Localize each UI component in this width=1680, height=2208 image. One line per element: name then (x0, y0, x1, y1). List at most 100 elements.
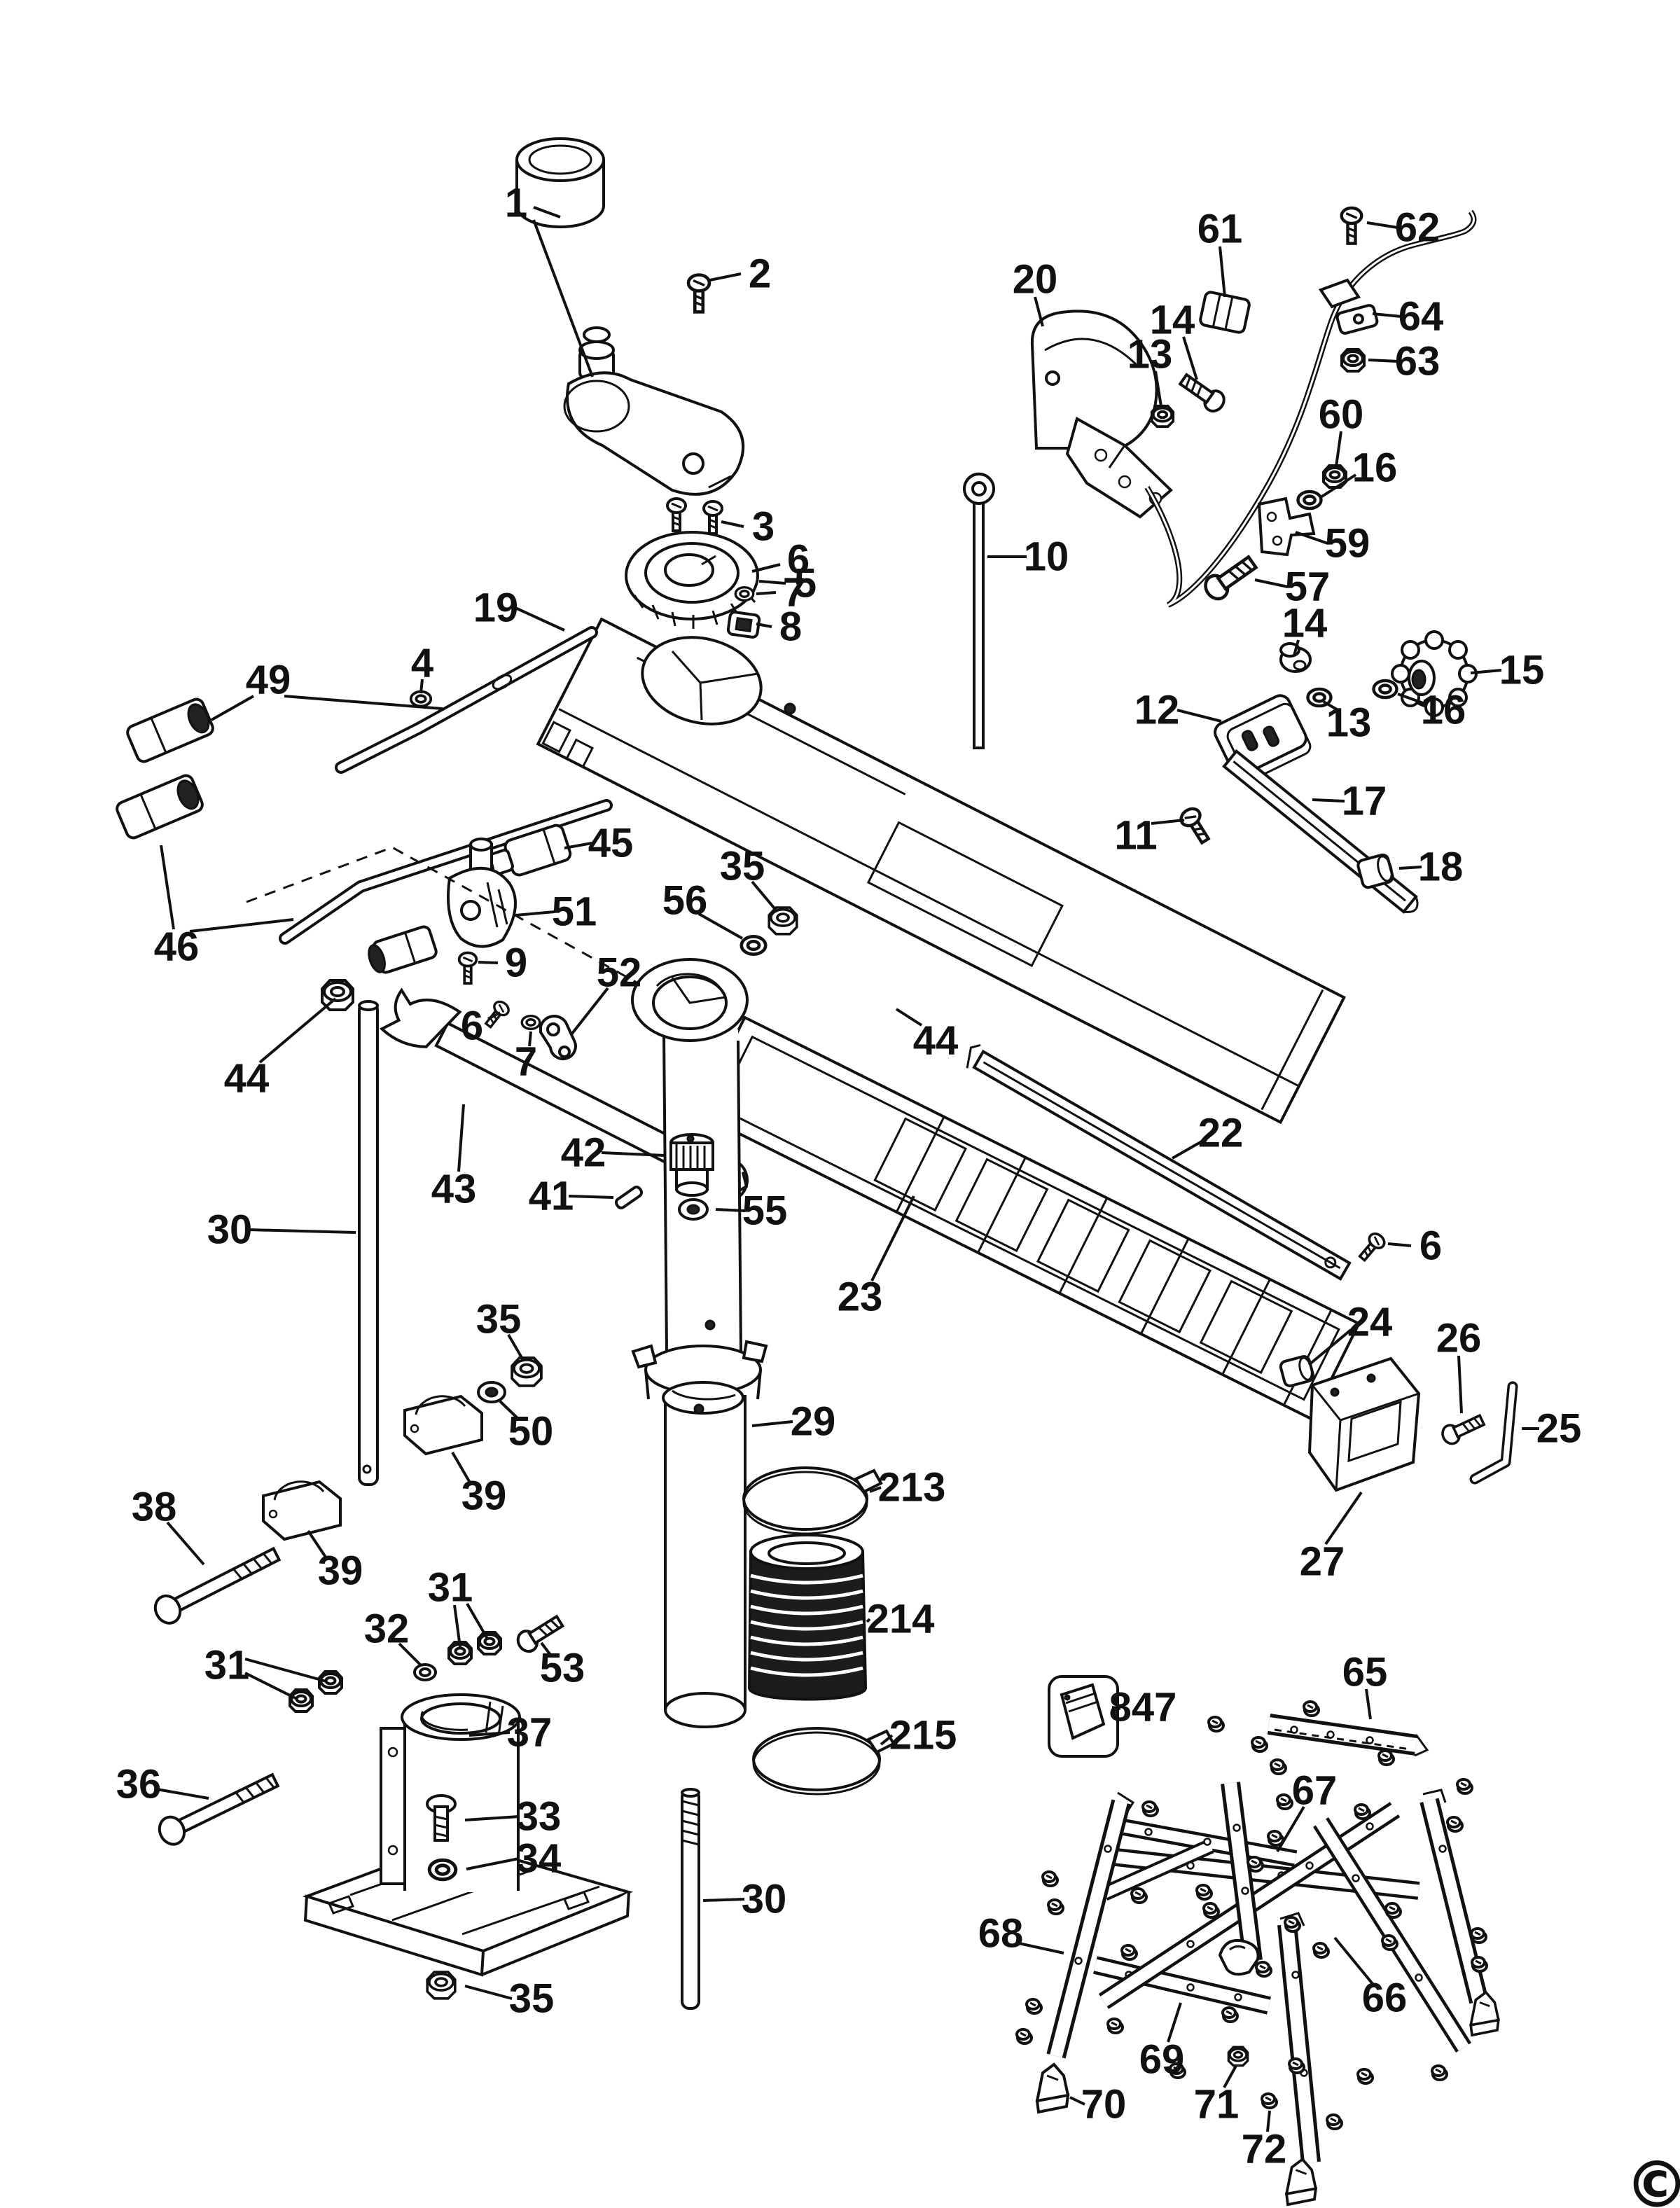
leader-line-1 (533, 206, 561, 218)
leader-line-59 (1295, 531, 1328, 545)
leader-line-4 (419, 679, 424, 694)
callout-16: 16 (1352, 445, 1398, 491)
stand-fastener (1276, 1793, 1293, 1810)
callout-29: 29 (791, 1399, 836, 1445)
callout-13: 13 (1127, 332, 1173, 377)
stand-foot-front (1285, 2158, 1317, 2207)
leader-line-213 (869, 1486, 882, 1493)
part-41-roll-pin (614, 1186, 644, 1209)
stand-fastener (1202, 1902, 1220, 1919)
leader-line-6 (751, 563, 781, 573)
part-57-bolt (1201, 553, 1259, 603)
leader-line-7 (756, 591, 777, 595)
stand-fastener (1284, 1916, 1301, 1933)
stand-fastener (1354, 1803, 1371, 1820)
callout-38: 38 (132, 1485, 177, 1530)
part-35-nut-bottom (426, 1971, 457, 2000)
part-16-washer (1374, 681, 1397, 697)
stand-leg-front (1277, 1912, 1321, 2164)
leader-line-71 (1223, 2065, 1237, 2088)
callout-66: 66 (1362, 1976, 1408, 2021)
callout-26: 26 (1436, 1316, 1482, 1361)
callout-23: 23 (838, 1275, 883, 1320)
leader-line-33 (464, 1815, 520, 1821)
callout-17: 17 (1342, 779, 1387, 824)
leader-line-35 (464, 1985, 513, 2000)
leader-line-215 (880, 1734, 894, 1746)
part-16-washer-upper (1298, 492, 1321, 508)
callout-37: 37 (507, 1710, 553, 1756)
leader-line-64 (1372, 312, 1402, 318)
part-36-bolt (158, 1772, 280, 1846)
part-37-column-base (302, 1693, 634, 1977)
leader-line-39 (307, 1529, 328, 1560)
part-31-nut-c (289, 1688, 314, 1713)
leader-line-7 (528, 1031, 532, 1047)
part-2-screw (688, 275, 709, 312)
callout-68: 68 (978, 1911, 1024, 1957)
leader-line-23 (870, 1195, 915, 1282)
part-62-screw (1342, 208, 1362, 244)
callout-52: 52 (597, 950, 642, 996)
leader-line-46 (160, 845, 175, 930)
callout-44: 44 (913, 1018, 959, 1064)
part-49-hex-key (335, 626, 598, 774)
copyright-mark: © (1625, 2148, 1680, 2208)
part-11-screw (1178, 805, 1214, 846)
part-30-rod-upper (358, 1000, 379, 1486)
part-17-slide-rail (1222, 749, 1419, 914)
part-63-nut (1340, 348, 1366, 373)
leader-line-35 (751, 880, 779, 913)
part-18-end-cap (1356, 853, 1394, 889)
stand-fastener (1141, 1800, 1159, 1817)
leader-line-214 (866, 1618, 871, 1623)
callout-25: 25 (1536, 1406, 1582, 1452)
part-13-nut-upper (1150, 404, 1175, 429)
leader-line-45 (564, 842, 592, 849)
leader-line-17 (1312, 798, 1345, 803)
callout-39: 39 (318, 1548, 363, 1594)
callout-213: 213 (878, 1465, 946, 1511)
part-59-bracket (1257, 497, 1316, 557)
leader-line-3 (721, 520, 744, 528)
part-72-screw (1261, 2092, 1278, 2109)
leader-line-63 (1368, 359, 1398, 363)
callout-35: 35 (476, 1297, 522, 1342)
callout-5: 5 (794, 561, 817, 606)
callout-214: 214 (867, 1597, 935, 1642)
part-8-square-nut (726, 611, 761, 639)
part-46-hex-key (279, 799, 613, 945)
leader-line-5 (758, 580, 786, 585)
leader-line-43 (457, 1104, 465, 1172)
callout-42: 42 (561, 1130, 606, 1176)
stand-leg-rear-center (1221, 1782, 1263, 1962)
callout-34: 34 (516, 1836, 562, 1882)
part-27-arm-end-cap (1307, 1356, 1421, 1492)
stand-fastener (1471, 1956, 1488, 1973)
callout-13: 13 (1326, 700, 1372, 746)
callout-57: 57 (1285, 564, 1331, 610)
part-23-arm-base (631, 958, 1361, 1421)
callout-27: 27 (1300, 1539, 1345, 1585)
callout-56: 56 (662, 878, 708, 924)
leader-line-14 (1293, 639, 1300, 656)
leader-line-14 (1182, 336, 1198, 380)
stand-fastener (1130, 1887, 1148, 1904)
callout-61: 61 (1197, 207, 1243, 252)
stand-fastener (1303, 1700, 1320, 1717)
leader-line-6 (1387, 1242, 1412, 1247)
stand-fastener (1470, 1927, 1487, 1944)
stand-fastener (1288, 2057, 1305, 2074)
callout-62: 62 (1395, 205, 1441, 251)
stand-fastener (1255, 1961, 1272, 1978)
leader-line-6 (487, 1011, 501, 1020)
leader-line-60 (1335, 431, 1342, 467)
leader-line-38 (166, 1521, 205, 1566)
callout-12: 12 (1134, 688, 1180, 733)
leader-line-67 (1276, 1805, 1305, 1853)
part-68-leg (1046, 1791, 1135, 2059)
stand-fastener (1456, 1778, 1473, 1795)
part-38-carriage-bolt (153, 1546, 282, 1625)
part-213-clamp-ring (742, 1466, 883, 1535)
